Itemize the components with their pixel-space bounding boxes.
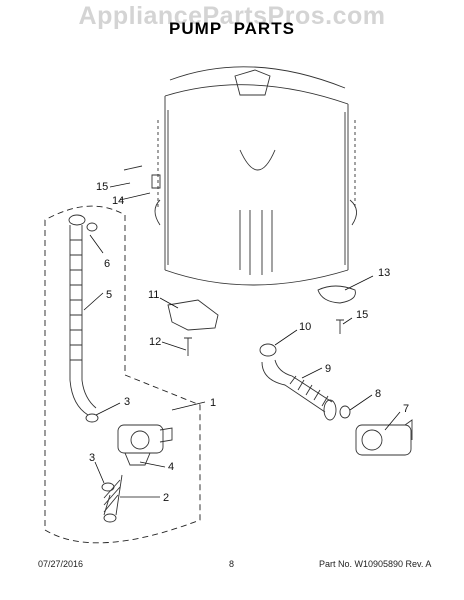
pump-assembly: [117, 424, 173, 466]
callout-15a: 15: [96, 181, 108, 193]
callout-4: 4: [168, 461, 174, 473]
bracket-13: [317, 285, 356, 304]
footer-page-number: 8: [229, 559, 235, 569]
callout-2: 2: [163, 492, 169, 504]
callout-14: 14: [112, 195, 124, 207]
footer-part-number: Part No. W10905890 Rev. A: [319, 559, 432, 569]
callout-12: 12: [149, 336, 161, 348]
hose-2: [103, 474, 123, 523]
page-title: PUMP PARTS: [169, 19, 295, 38]
clamp-6: [86, 222, 98, 232]
callout-13: 13: [378, 267, 390, 279]
callout-3a: 3: [124, 396, 130, 408]
hose-9: [261, 359, 337, 421]
pump-7: [355, 419, 413, 456]
callout-15b: 15: [356, 309, 368, 321]
clamp-3b: [101, 482, 115, 492]
watermark: AppliancePartsPros.com: [78, 2, 386, 30]
tub-illustration: [154, 66, 357, 286]
callout-3b: 3: [89, 452, 95, 464]
screw-12: [184, 337, 192, 356]
callout-7: 7: [403, 403, 409, 415]
bracket-11: [167, 299, 219, 331]
callout-6: 6: [104, 258, 110, 270]
callout-10: 10: [299, 321, 311, 333]
callout-9: 9: [325, 363, 331, 375]
footer-date: 07/27/2016: [38, 559, 84, 569]
drain-hose: [68, 214, 97, 416]
clamp-8: [339, 405, 351, 419]
screw-15-left: [123, 165, 143, 171]
assembly-outline: [44, 205, 201, 544]
callout-11: 11: [148, 289, 159, 301]
clamp-3a: [85, 413, 99, 423]
callout-8: 8: [375, 388, 381, 400]
clamp-10: [259, 343, 277, 357]
fitting-14: [151, 174, 161, 189]
screw-15-right: [336, 319, 344, 334]
callout-1: 1: [210, 397, 216, 409]
callout-5: 5: [106, 289, 112, 301]
